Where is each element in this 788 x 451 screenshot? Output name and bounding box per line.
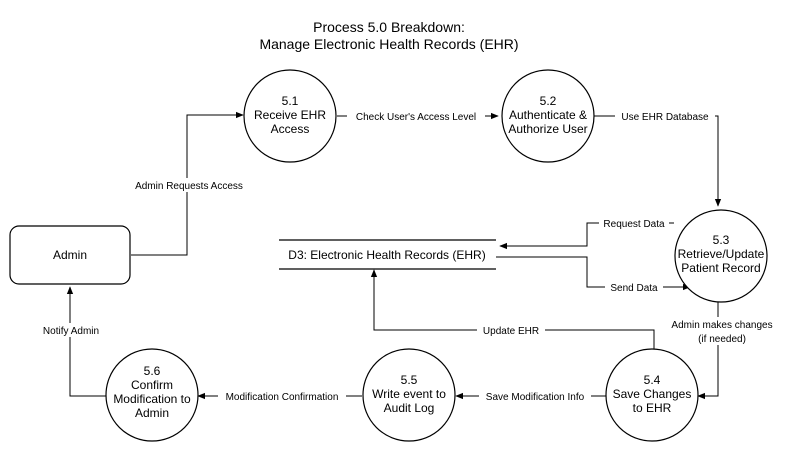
edge-5-6-to-admin bbox=[66, 286, 106, 397]
process-5-5: 5.5 Write event to Audit Log bbox=[362, 348, 456, 442]
process-5-6-line-2: Modification to bbox=[113, 392, 191, 406]
process-5-4-id: 5.4 bbox=[644, 373, 661, 387]
edge-5-2-to-5-3 bbox=[594, 115, 722, 207]
process-5-3-id: 5.3 bbox=[713, 233, 730, 247]
process-5-1: 5.1 Receive EHR Access bbox=[243, 69, 337, 163]
process-5-5-line-1: Write event to bbox=[372, 387, 446, 401]
data-store-d3-label: D3: Electronic Health Records (EHR) bbox=[288, 248, 485, 262]
diagram-title-line-1: Process 5.0 Breakdown: bbox=[313, 19, 465, 35]
edge-5-3-to-5-4 bbox=[697, 302, 719, 400]
edge-label-admin-makes-changes-1: Admin makes changes bbox=[671, 320, 772, 331]
process-5-1-id: 5.1 bbox=[282, 94, 299, 108]
edge-label-request-data: Request Data bbox=[603, 219, 665, 230]
process-5-6: 5.6 Confirm Modification to Admin bbox=[105, 348, 199, 442]
edge-label-check-access-level: Check User's Access Level bbox=[356, 112, 476, 123]
edge-label-admin-requests-access: Admin Requests Access bbox=[135, 181, 243, 192]
edge-label-notify-admin: Notify Admin bbox=[43, 326, 99, 337]
data-store-d3: D3: Electronic Health Records (EHR) bbox=[279, 239, 496, 270]
process-5-3-line-2: Patient Record bbox=[681, 261, 760, 275]
process-5-1-line-1: Receive EHR bbox=[254, 108, 326, 122]
edge-label-admin-makes-changes-2: (if needed) bbox=[698, 334, 746, 345]
process-5-2: 5.2 Authenticate & Authorize User bbox=[501, 69, 595, 163]
process-5-6-line-1: Confirm bbox=[131, 378, 173, 392]
process-5-2-line-1: Authenticate & bbox=[509, 108, 587, 122]
process-5-6-line-3: Admin bbox=[135, 406, 169, 420]
process-5-4-line-1: Save Changes bbox=[613, 387, 692, 401]
process-5-2-line-2: Authorize User bbox=[508, 122, 587, 136]
edge-label-modification-confirmation: Modification Confirmation bbox=[226, 392, 339, 403]
process-5-5-line-2: Audit Log bbox=[384, 401, 435, 415]
admin-entity: Admin bbox=[9, 225, 131, 285]
process-5-4-line-2: to EHR bbox=[633, 401, 672, 415]
edge-label-update-ehr: Update EHR bbox=[483, 326, 539, 337]
process-5-2-id: 5.2 bbox=[540, 94, 557, 108]
process-5-1-line-2: Access bbox=[271, 122, 310, 136]
process-5-4: 5.4 Save Changes to EHR bbox=[605, 348, 699, 442]
process-5-6-id: 5.6 bbox=[144, 364, 161, 378]
diagram-title-line-2: Manage Electronic Health Records (EHR) bbox=[259, 36, 518, 52]
process-5-5-id: 5.5 bbox=[401, 373, 418, 387]
edge-label-use-ehr-database: Use EHR Database bbox=[621, 112, 709, 123]
edge-label-save-modification-info: Save Modification Info bbox=[486, 392, 585, 403]
admin-entity-label: Admin bbox=[53, 248, 87, 262]
process-5-3-line-1: Retrieve/Update bbox=[678, 247, 765, 261]
process-5-3: 5.3 Retrieve/Update Patient Record bbox=[674, 209, 768, 303]
edge-label-send-data: Send Data bbox=[610, 283, 658, 294]
